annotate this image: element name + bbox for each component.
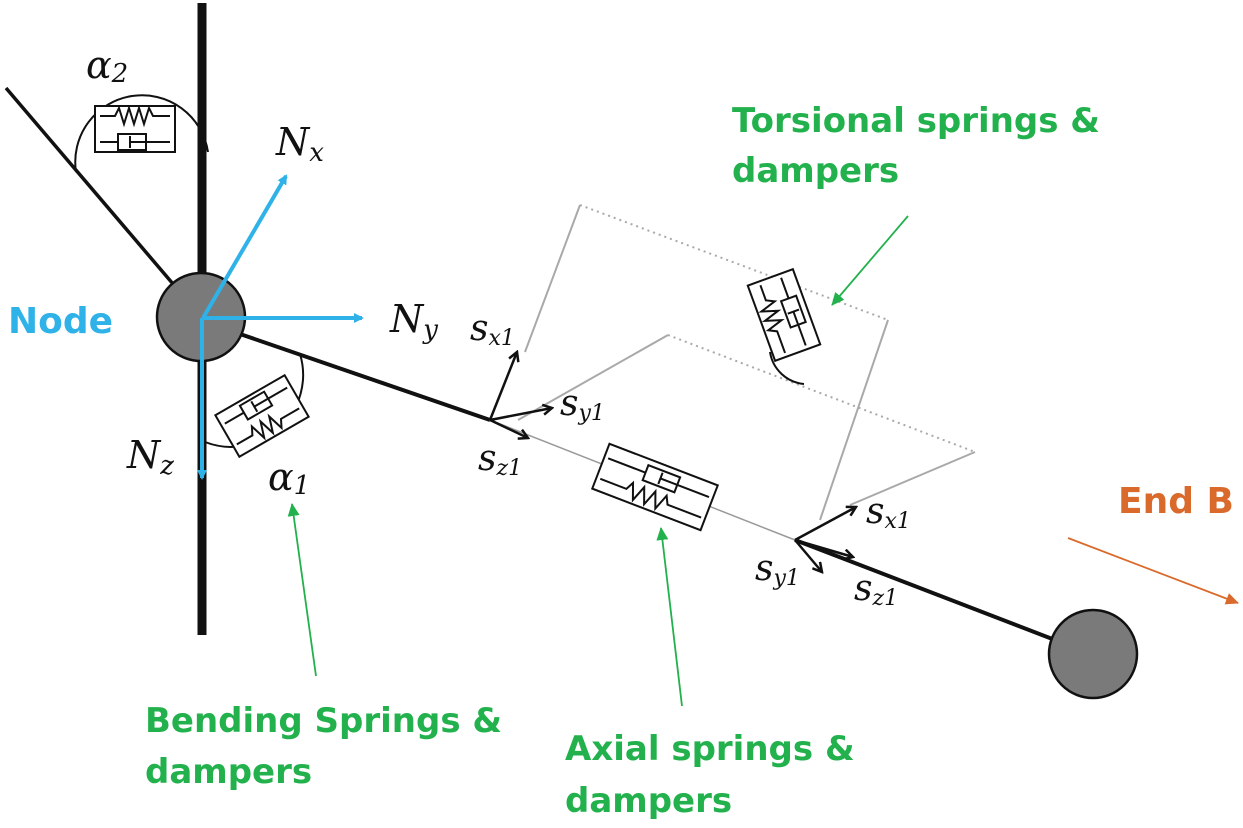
node-label: Node — [8, 301, 113, 342]
sx1-right-arrow — [794, 507, 856, 542]
torsional-label-line1: Torsional springs & — [732, 101, 1100, 141]
sy1-left-label: sy1 — [560, 383, 605, 426]
nx-axis-arrow — [201, 174, 288, 320]
sx1-left-label: sx1 — [470, 308, 515, 351]
end-b-label: End B — [1118, 481, 1234, 522]
alpha1-label: α1 — [268, 455, 310, 501]
alpha1-spring-damper-icon — [204, 353, 311, 459]
axial-label-line2: dampers — [565, 781, 732, 821]
alpha2-label: α2 — [86, 43, 128, 89]
torsional-pointer-arrow — [831, 215, 909, 306]
sx1-left-arrow — [488, 352, 517, 421]
sy1-right-arrow — [794, 539, 822, 572]
nz-label: Nz — [126, 433, 174, 481]
sz1-right-arrow — [794, 538, 853, 557]
torsional-frame — [517, 204, 976, 521]
axial-pointer-arrow — [656, 527, 683, 707]
torsional-spring-damper-icon — [746, 267, 822, 385]
nx-label: Nx — [275, 120, 324, 168]
sz1-right-label: sz1 — [854, 568, 898, 611]
alpha2-spring-damper-icon — [74, 94, 209, 173]
main-beam-segment-1 — [239, 332, 491, 422]
end-b-pointer-arrow — [1067, 537, 1239, 605]
sy1-right-label: sy1 — [755, 548, 800, 591]
bending-label-line1: Bending Springs & — [145, 701, 502, 741]
axial-label-line1: Axial springs & — [565, 729, 855, 769]
bending-label-line2: dampers — [145, 752, 312, 792]
bending-pointer-arrow — [287, 503, 317, 677]
ny-label: Ny — [389, 297, 438, 345]
sy1-left-arrow — [489, 408, 552, 422]
upper-left-beam — [4, 86, 187, 300]
end-b-circle — [1047, 608, 1139, 700]
main-beam-segment-3 — [794, 538, 1056, 642]
torsional-label-line2: dampers — [732, 151, 899, 191]
sx1-right-label: sx1 — [866, 491, 911, 534]
sz1-left-label: sz1 — [478, 438, 522, 481]
sz1-left-arrow — [489, 418, 528, 438]
axial-spring-damper-icon — [590, 442, 720, 532]
